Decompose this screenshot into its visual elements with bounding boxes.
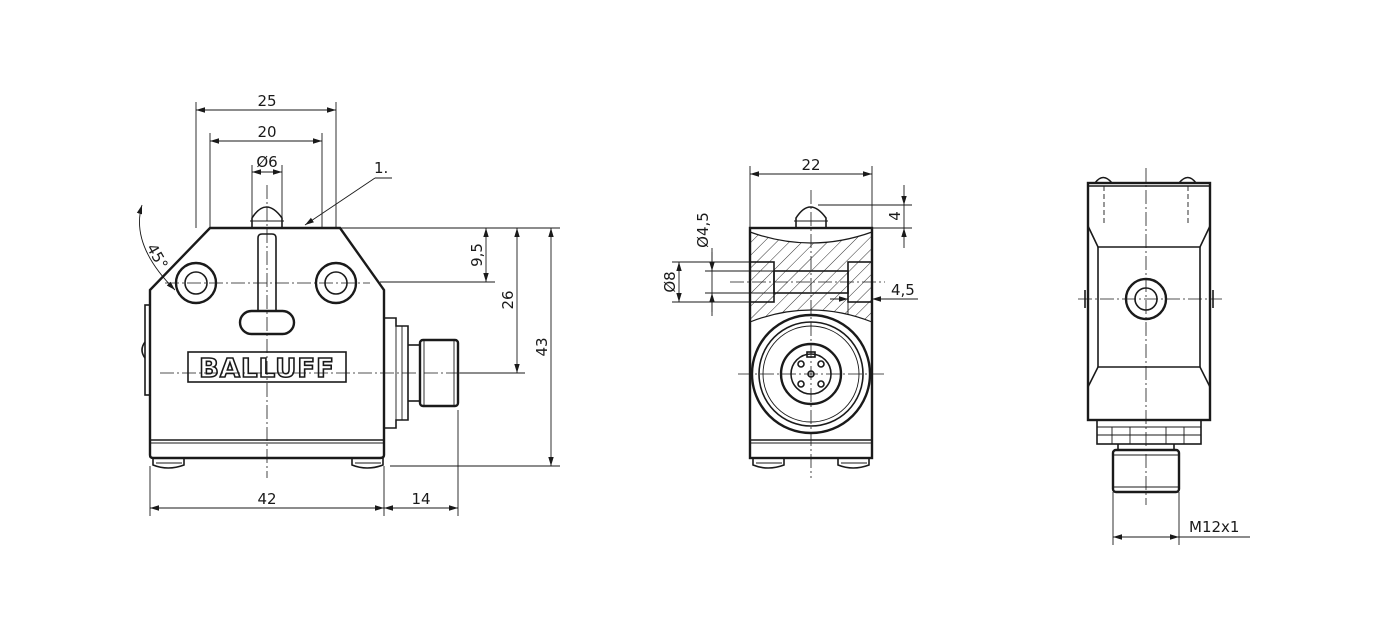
front-callout-label: 1. — [374, 159, 388, 177]
brand-logo: BALLUFF — [199, 354, 335, 384]
side-dim-4-5-dia-label: Ø4,5 — [694, 212, 712, 248]
front-dim-9-5-label: 9,5 — [468, 243, 486, 267]
front-dim-20-label: 20 — [257, 123, 276, 141]
front-screw-right — [351, 458, 384, 469]
front-screw-left — [152, 458, 185, 469]
side-dim-4-label: 4 — [886, 211, 904, 221]
side-dim-22-label: 22 — [801, 156, 820, 174]
back-body-outline — [1086, 181, 1212, 422]
back-chamfer-top — [1087, 225, 1211, 248]
back-chamfer-bottom — [1087, 366, 1211, 388]
front-callout-leader — [304, 177, 376, 226]
side-pin-3 — [797, 380, 805, 388]
front-view: BALLUFF 25 20 Ø6 — [136, 92, 560, 516]
side-plunger — [795, 206, 827, 228]
front-dim-26-label: 26 — [499, 290, 517, 309]
front-dim-42-label: 42 — [257, 490, 276, 508]
side-view: 22 4 Ø4,5 Ø8 4,5 — [661, 156, 918, 478]
front-angle-arc — [136, 204, 176, 291]
front-left-notch — [144, 304, 151, 396]
side-dim-8-dia-label: Ø8 — [661, 271, 679, 292]
back-view: M12x1 — [1078, 168, 1250, 545]
back-top-bump-left — [1094, 176, 1113, 184]
side-pin-1 — [797, 360, 805, 368]
front-body-outline — [148, 226, 386, 460]
side-pin-2 — [817, 360, 825, 368]
side-pin-4 — [817, 380, 825, 388]
front-dim-6-label: Ø6 — [256, 153, 277, 171]
back-base-flange — [1096, 419, 1202, 445]
front-left-pin — [141, 341, 146, 359]
side-screw-left — [752, 458, 785, 469]
front-dim-14-label: 14 — [411, 490, 430, 508]
front-hole-left-inner — [184, 271, 208, 295]
front-dim-43-label: 43 — [533, 337, 551, 356]
front-angle-label: 45° — [143, 241, 172, 273]
back-thread-label: M12x1 — [1189, 518, 1239, 536]
back-top-bump-right — [1178, 176, 1197, 184]
side-dim-4-5-depth-label: 4,5 — [891, 281, 915, 299]
front-dim-25-label: 25 — [257, 92, 276, 110]
side-screw-right — [837, 458, 870, 469]
